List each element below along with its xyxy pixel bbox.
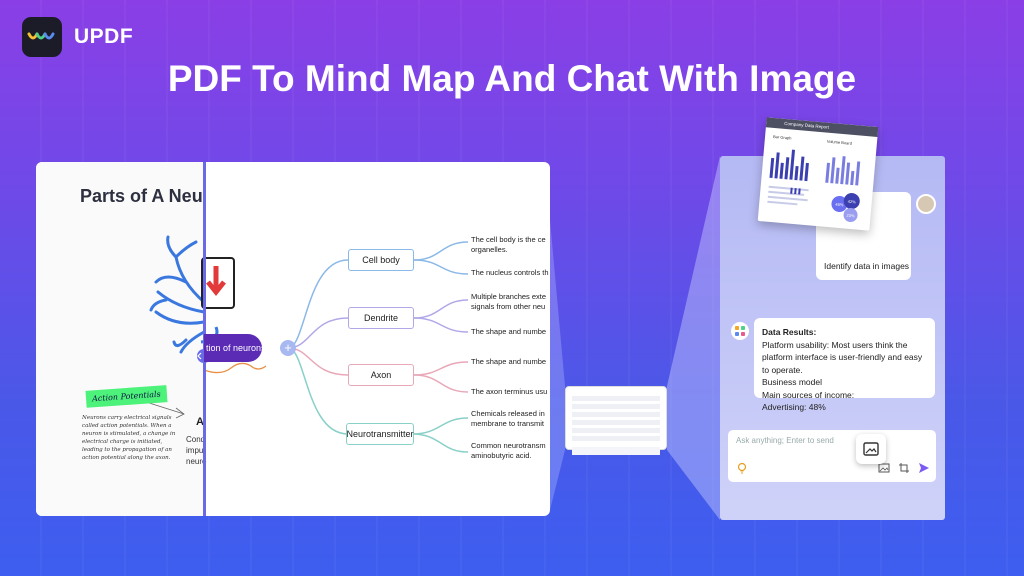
report-right-label: Volume Board	[827, 139, 852, 146]
result-line: Platform usability: Most users think the…	[762, 339, 923, 375]
user-message: Identify data in images	[824, 260, 910, 271]
mindmap-root-node[interactable]: tion of neurons	[204, 334, 262, 362]
mindmap-leaf: The shape and numbe	[471, 327, 547, 336]
result-line: Advertising: 48%	[762, 402, 826, 412]
result-line: Main sources of income:	[762, 389, 855, 400]
chat-input[interactable]: Ask anything; Enter to send	[728, 430, 936, 482]
mindmap-node-axon[interactable]: Axon	[348, 364, 414, 386]
mindmap-leaf: The axon terminus usu	[471, 387, 548, 396]
handwritten-note: Neurons carry electrical signals called …	[82, 415, 176, 461]
image-icon-highlight[interactable]	[856, 434, 886, 464]
image-icon	[863, 442, 879, 456]
mindmap-leaf: The nucleus controls th	[471, 268, 549, 277]
mindmap-node-dendrite[interactable]: Dendrite	[348, 307, 414, 329]
mindmap-leaf: The shape and numbe	[471, 357, 547, 366]
report-stat: 23%	[846, 213, 855, 219]
result-title: Data Results:	[762, 327, 817, 337]
mindmap-leaf: Multiple branches exte signals from othe…	[471, 292, 547, 311]
mindmap-leaf: The cell body is the ce organelles.	[471, 235, 546, 254]
image-upload-icon[interactable]	[878, 462, 890, 474]
mini-chat-preview	[565, 386, 667, 455]
brand-name: UPDF	[74, 25, 134, 48]
mindmap-leaf: Chemicals released in membrane to transm…	[471, 409, 545, 428]
ai-response-bubble: Data Results: Platform usability: Most u…	[754, 318, 935, 412]
report-stat: 42%	[848, 199, 857, 205]
mindmap-node-cell-body[interactable]: Cell body	[348, 249, 414, 271]
user-avatar	[916, 194, 936, 214]
crop-icon[interactable]	[898, 462, 910, 474]
chat-input-placeholder: Ask anything; Enter to send	[736, 436, 834, 445]
pdf-fragment-heading: A	[196, 416, 204, 428]
pdf-page	[36, 162, 204, 516]
report-stat: 48%	[835, 202, 844, 208]
send-icon[interactable]	[918, 462, 930, 474]
pdf-title: Parts of A Neu	[80, 186, 203, 206]
report-charts: Bar Graph Volume Board 48% 42% 23%	[767, 134, 861, 222]
ai-assistant-icon	[731, 322, 749, 340]
updf-logo: UPDF	[22, 17, 133, 57]
headline: PDF To Mind Map And Chat With Image	[167, 58, 857, 99]
mindmap-leaf: Common neurotransm aminobutyric acid.	[471, 441, 546, 460]
updf-logo-icon	[22, 17, 62, 57]
pdf-fragment-text: Cond impul neuro	[186, 435, 207, 466]
result-line: Business model	[762, 377, 823, 387]
mindmap-node-neurotransmitter[interactable]: Neurotransmitter	[346, 423, 414, 445]
lightbulb-icon[interactable]	[736, 462, 748, 474]
report-left-label: Bar Graph	[773, 134, 792, 141]
image-attachment[interactable]: Company Data Report Bar Graph Volume Boa…	[757, 117, 879, 231]
add-node-button[interactable]: +	[280, 340, 296, 356]
